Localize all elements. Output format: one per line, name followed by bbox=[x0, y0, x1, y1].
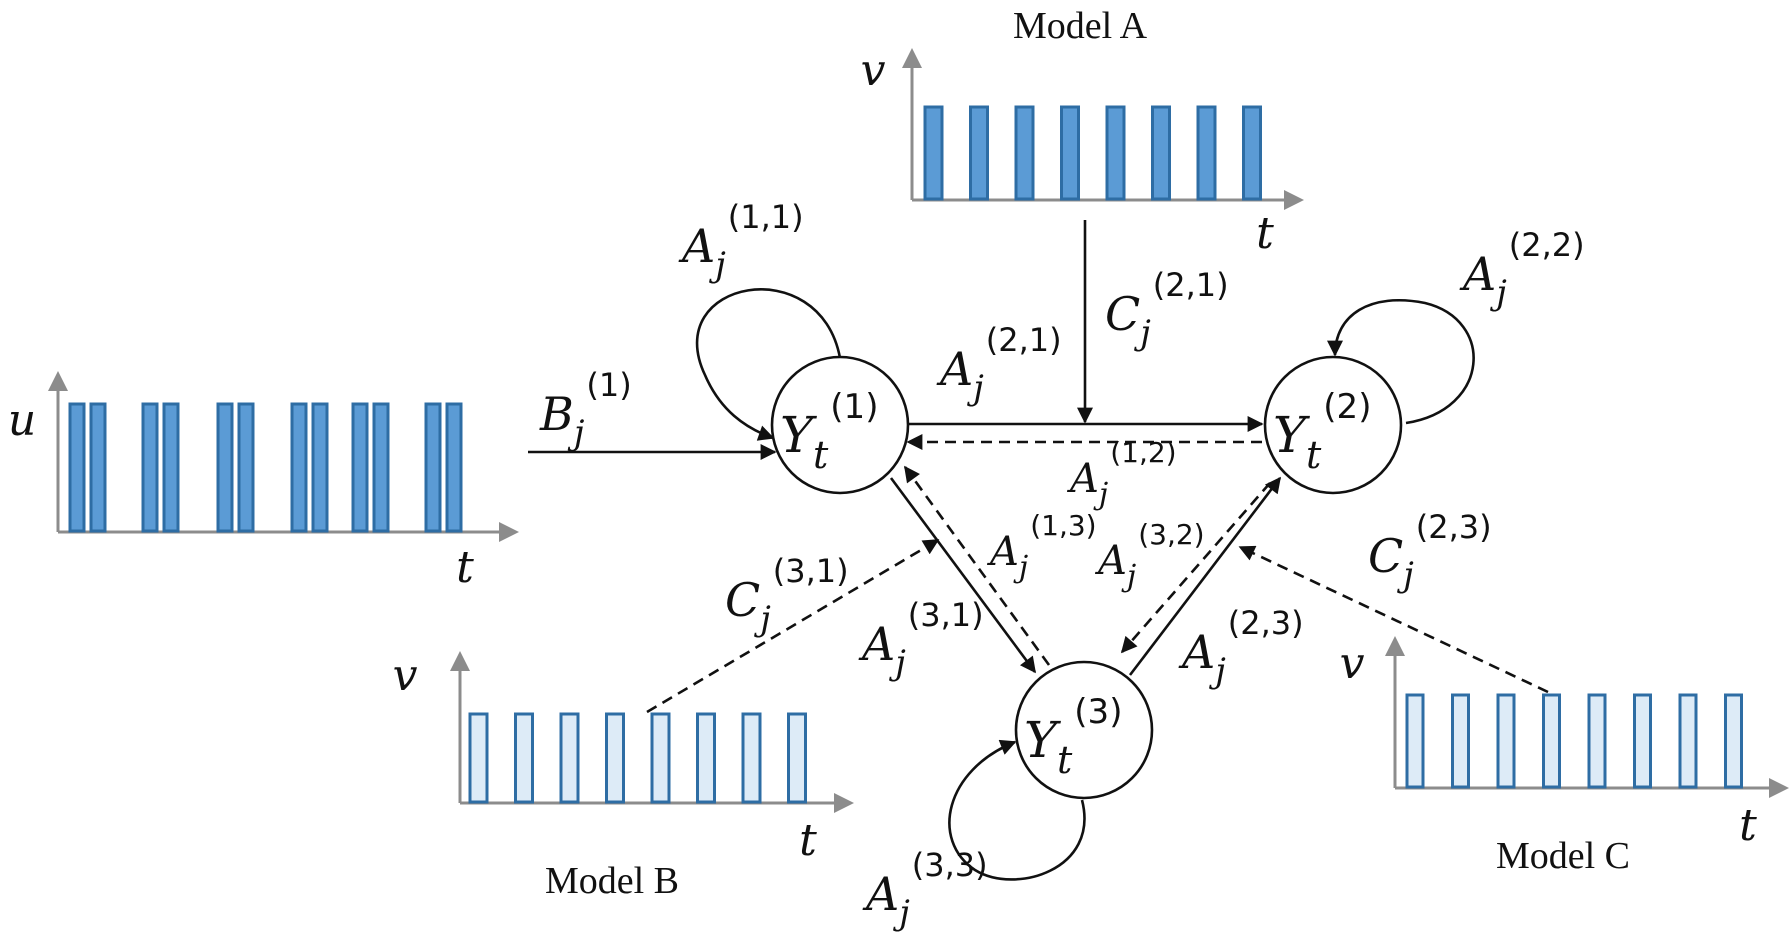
self-loop-3-arrow bbox=[948, 739, 1086, 881]
pulses-a-bar bbox=[1105, 105, 1126, 201]
input-pulse-bar bbox=[424, 402, 442, 533]
model-b-pulses bbox=[468, 712, 807, 804]
model-b-y-axis-label: v bbox=[393, 650, 418, 701]
input-pulse-bar bbox=[372, 402, 390, 533]
input-pulse-bar bbox=[89, 402, 107, 533]
input-pulse-bar bbox=[311, 402, 329, 533]
pulses-c-bar bbox=[1587, 693, 1607, 789]
pulses-a-bar bbox=[1151, 105, 1171, 201]
pulses-c-bar bbox=[1724, 693, 1743, 789]
pulses-b-bar bbox=[787, 712, 807, 804]
model-a-chart: Model A v t bbox=[861, 5, 1304, 259]
pulses-b-bar bbox=[514, 712, 534, 804]
model-c-pulses bbox=[1405, 693, 1743, 789]
label-a32: Aj(3,2) bbox=[1094, 518, 1205, 594]
label-a31: Aj(3,1) bbox=[858, 596, 984, 683]
node-y1: Yt(1) bbox=[770, 355, 910, 495]
pulses-a-bar bbox=[1242, 105, 1262, 201]
pulses-a-bar bbox=[923, 105, 944, 201]
model-a-title: Model A bbox=[1013, 5, 1148, 47]
pulses-a-bar bbox=[1060, 105, 1080, 201]
label-a13: Aj(1,3) bbox=[986, 509, 1097, 585]
pulses-c-bar bbox=[1678, 693, 1698, 789]
input-pulse-bar bbox=[68, 402, 86, 533]
node-y2-circle bbox=[1263, 355, 1403, 495]
pulses-b-bar bbox=[696, 712, 716, 804]
model-c-x-axis-label: t bbox=[1739, 800, 1757, 851]
label-c23: Cj(2,3) bbox=[1368, 508, 1492, 595]
node-y2: Yt(2) bbox=[1263, 355, 1403, 495]
label-a11: Aj(1,1) bbox=[678, 198, 804, 285]
input-pulse-bar bbox=[141, 402, 159, 533]
label-a22: Aj(2,2) bbox=[1459, 226, 1585, 313]
pulses-b-bar bbox=[605, 712, 625, 804]
input-signal-chart: u t bbox=[8, 371, 519, 593]
node-y2-label: Yt(2) bbox=[1273, 387, 1371, 477]
edge-c23-arrow bbox=[1238, 545, 1549, 694]
label-c21: Cj(2,1) bbox=[1105, 266, 1229, 353]
label-c31: Cj(3,1) bbox=[725, 552, 849, 639]
model-b-title: Model B bbox=[545, 860, 679, 902]
model-b-chart: v t Model B bbox=[393, 650, 854, 902]
pulses-b-bar bbox=[468, 712, 489, 804]
pulses-c-bar bbox=[1542, 693, 1561, 789]
label-b1: Bj(1) bbox=[539, 366, 632, 453]
model-c-title: Model C bbox=[1496, 835, 1630, 877]
edge-a31-arrow bbox=[889, 477, 1037, 674]
input-pulse-bar bbox=[237, 402, 255, 533]
input-pulse-bar bbox=[290, 402, 308, 533]
pulses-c-bar bbox=[1451, 693, 1470, 789]
edge-c31-arrow bbox=[646, 538, 940, 714]
self-loop-2-arrow bbox=[1327, 298, 1475, 425]
input-y-axis-label: u bbox=[8, 395, 36, 446]
node-y3-circle bbox=[1014, 660, 1154, 800]
node-y3: Yt(3) bbox=[1014, 660, 1154, 800]
node-y1-label: Yt(1) bbox=[780, 387, 878, 477]
pulses-b-bar bbox=[559, 712, 580, 804]
input-pulses bbox=[68, 402, 463, 533]
self-loop-1-arrow bbox=[696, 288, 842, 441]
pulses-a-bar bbox=[969, 105, 989, 201]
input-pulse-bar bbox=[351, 402, 369, 533]
model-c-chart: v t Model C bbox=[1340, 636, 1789, 877]
edge-a23-arrow bbox=[1128, 476, 1282, 676]
pulses-c-bar bbox=[1496, 693, 1516, 789]
edge-a13-arrow bbox=[903, 465, 1051, 666]
input-pulse-bar bbox=[445, 402, 463, 533]
input-pulse-bar bbox=[216, 402, 234, 533]
pulses-a-bar bbox=[1196, 105, 1217, 201]
input-pulse-bar bbox=[162, 402, 180, 533]
pulses-c-bar bbox=[1633, 693, 1652, 789]
node-y3-label: Yt(3) bbox=[1024, 692, 1122, 782]
edge-a32-arrow bbox=[1120, 482, 1271, 654]
label-a33: Aj(3,3) bbox=[862, 846, 988, 933]
pulses-a-bar bbox=[1014, 105, 1035, 201]
pulses-b-bar bbox=[650, 712, 671, 804]
model-a-x-axis-label: t bbox=[1256, 208, 1274, 259]
label-a12: Aj(1,2) bbox=[1066, 436, 1177, 512]
input-x-axis-label: t bbox=[456, 542, 474, 593]
pulses-c-bar bbox=[1405, 693, 1425, 789]
model-a-y-axis-label: v bbox=[861, 45, 886, 96]
model-c-y-axis-label: v bbox=[1340, 638, 1365, 689]
label-a21: Aj(2,1) bbox=[936, 321, 1062, 408]
model-a-pulses bbox=[923, 105, 1262, 201]
node-y1-circle bbox=[770, 355, 910, 495]
model-b-x-axis-label: t bbox=[799, 815, 817, 866]
pulses-b-bar bbox=[741, 712, 762, 804]
label-a23: Aj(2,3) bbox=[1178, 604, 1304, 691]
